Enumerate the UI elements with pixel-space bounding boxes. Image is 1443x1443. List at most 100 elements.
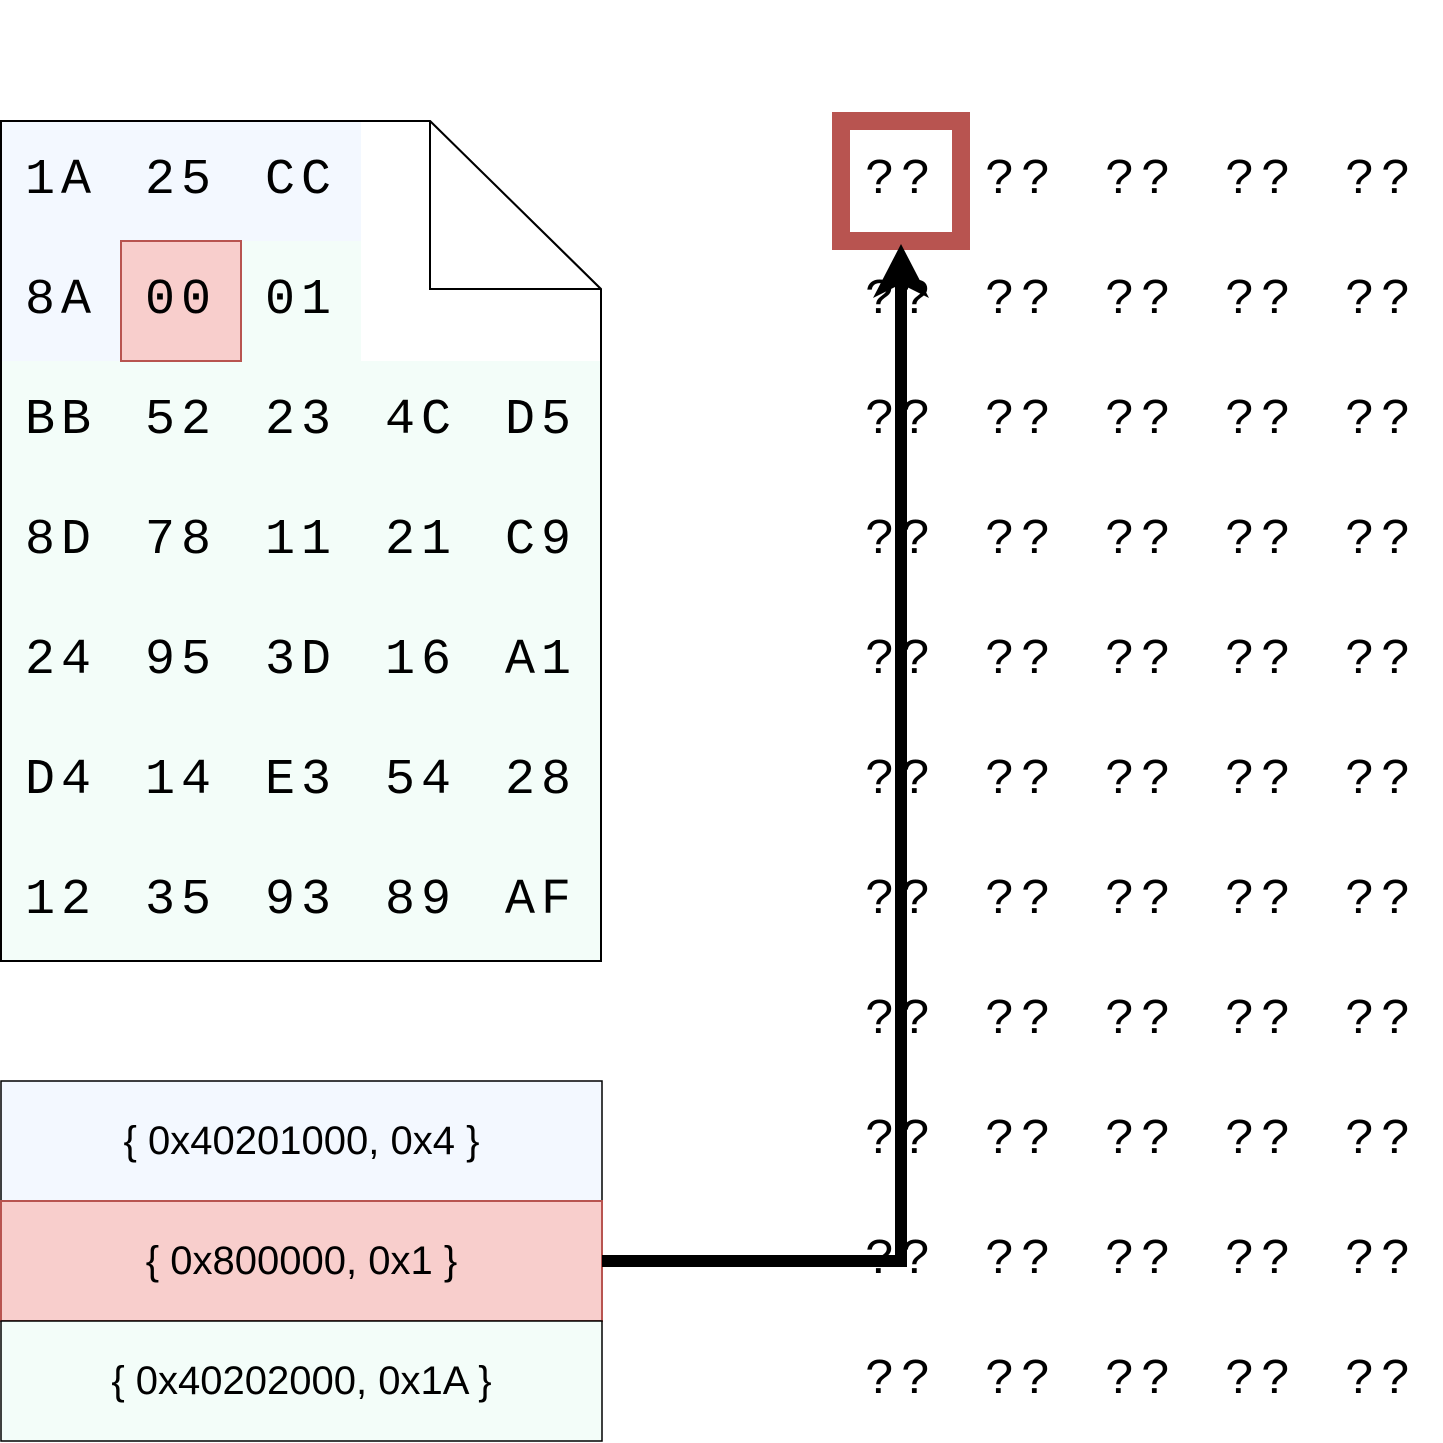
file-byte: 12 xyxy=(24,872,97,929)
memory-cell: ?? xyxy=(984,872,1057,929)
file-byte: D5 xyxy=(504,392,577,449)
file-header-fill xyxy=(1,121,361,241)
memory-cell: ?? xyxy=(1344,1112,1417,1169)
relocation-entry-box xyxy=(0,1080,603,1202)
file-outline-edge xyxy=(361,120,602,361)
file-byte: AF xyxy=(504,872,577,929)
relocation-entry-box xyxy=(0,1320,603,1442)
memory-cell: ?? xyxy=(1344,992,1417,1049)
memory-cell: ?? xyxy=(864,1232,937,1289)
memory-cell: ?? xyxy=(1104,392,1177,449)
memory-cell: ?? xyxy=(1104,872,1177,929)
memory-cell: ?? xyxy=(864,512,937,569)
relocation-entry-highlighted: { 0x800000, 0x1 } xyxy=(145,1239,458,1283)
file-byte: 3D xyxy=(264,632,337,689)
memory-cell: ?? xyxy=(1224,272,1297,329)
memory-cell-target: ?? xyxy=(864,152,937,209)
memory-cell: ?? xyxy=(864,392,937,449)
file-byte: 23 xyxy=(264,392,337,449)
file-byte: 4C xyxy=(384,392,457,449)
file-byte: A1 xyxy=(504,632,577,689)
memory-cell: ?? xyxy=(984,752,1057,809)
memory-cell: ?? xyxy=(864,872,937,929)
memory-cell: ?? xyxy=(1344,872,1417,929)
memory-cell: ?? xyxy=(984,1232,1057,1289)
memory-cell: ?? xyxy=(1344,512,1417,569)
highlighted-byte: 00 xyxy=(144,272,217,329)
memory-cell: ?? xyxy=(1224,872,1297,929)
memory-cell: ?? xyxy=(1344,632,1417,689)
file-byte: C9 xyxy=(504,512,577,569)
file-byte: 78 xyxy=(144,512,217,569)
memory-cell: ?? xyxy=(984,512,1057,569)
memory-target-highlight xyxy=(832,112,970,250)
file-byte: E3 xyxy=(264,752,337,809)
file-byte: 14 xyxy=(144,752,217,809)
memory-cell: ?? xyxy=(984,1352,1057,1409)
memory-cell: ?? xyxy=(984,392,1057,449)
file-byte: 11 xyxy=(264,512,337,569)
file-corner-fold xyxy=(429,121,601,290)
memory-cell: ?? xyxy=(1344,392,1417,449)
memory-cell: ?? xyxy=(1224,632,1297,689)
memory-cell: ?? xyxy=(1104,272,1177,329)
memory-cell: ?? xyxy=(1224,392,1297,449)
file-byte: 01 xyxy=(264,272,337,329)
file-header-fill xyxy=(1,241,121,361)
file-byte: 25 xyxy=(144,152,217,209)
memory-cell: ?? xyxy=(1344,272,1417,329)
file-body-fill xyxy=(241,241,361,361)
file-byte: CC xyxy=(264,152,337,209)
memory-cell: ?? xyxy=(1224,752,1297,809)
file-byte: 35 xyxy=(144,872,217,929)
relocation-entry: { 0x40202000, 0x1A } xyxy=(111,1359,492,1403)
relocation-entry: { 0x40201000, 0x4 } xyxy=(123,1119,480,1163)
memory-cell: ?? xyxy=(1104,752,1177,809)
memory-cell: ?? xyxy=(984,992,1057,1049)
file-body-fill xyxy=(1,361,602,961)
memory-cell: ?? xyxy=(1224,1112,1297,1169)
memory-cell: ?? xyxy=(1104,1352,1177,1409)
memory-cell: ?? xyxy=(984,272,1057,329)
file-byte: 89 xyxy=(384,872,457,929)
file-byte: 95 xyxy=(144,632,217,689)
file-byte: BB xyxy=(24,392,97,449)
file-byte: 52 xyxy=(144,392,217,449)
memory-cell: ?? xyxy=(1104,152,1177,209)
memory-cell: ?? xyxy=(1344,152,1417,209)
memory-cell: ?? xyxy=(864,1352,937,1409)
file-corner-blank xyxy=(430,290,600,360)
file-byte: 54 xyxy=(384,752,457,809)
file-byte: D4 xyxy=(24,752,97,809)
highlighted-byte-cell xyxy=(120,240,242,362)
memory-cell: ?? xyxy=(864,1112,937,1169)
memory-cell: ?? xyxy=(1104,1232,1177,1289)
memory-cell: ?? xyxy=(1104,1112,1177,1169)
file-outline xyxy=(0,120,602,962)
memory-cell: ?? xyxy=(1104,512,1177,569)
file-byte: 8A xyxy=(24,272,97,329)
memory-cell: ?? xyxy=(1224,512,1297,569)
file-byte: 8D xyxy=(24,512,97,569)
file-byte: 28 xyxy=(504,752,577,809)
memory-cell: ?? xyxy=(1224,152,1297,209)
memory-cell: ?? xyxy=(864,752,937,809)
memory-cell: ?? xyxy=(1344,752,1417,809)
memory-cell: ?? xyxy=(1224,992,1297,1049)
memory-cell: ?? xyxy=(1344,1232,1417,1289)
memory-cell: ?? xyxy=(1224,1352,1297,1409)
memory-cell: ?? xyxy=(984,632,1057,689)
memory-cell: ?? xyxy=(1104,992,1177,1049)
memory-cell: ?? xyxy=(984,152,1057,209)
file-byte: 21 xyxy=(384,512,457,569)
memory-cell: ?? xyxy=(864,272,937,329)
file-byte: 1A xyxy=(24,152,97,209)
memory-cell: ?? xyxy=(1344,1352,1417,1409)
file-byte: 24 xyxy=(24,632,97,689)
memory-cell: ?? xyxy=(864,992,937,1049)
file-corner-blank xyxy=(362,122,429,360)
memory-cell: ?? xyxy=(1224,1232,1297,1289)
memory-cell: ?? xyxy=(984,1112,1057,1169)
file-byte: 93 xyxy=(264,872,337,929)
